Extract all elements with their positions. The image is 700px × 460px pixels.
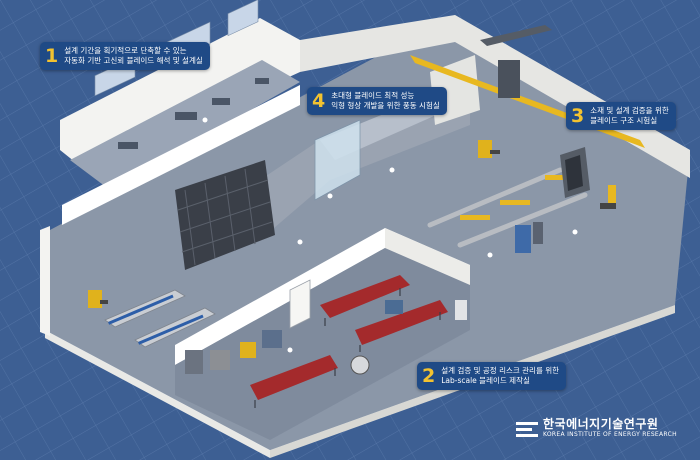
kier-logo-mark: [516, 421, 538, 437]
floor-edge: [45, 330, 270, 458]
workers: [202, 117, 578, 353]
callout-wind-tunnel-room: 4 초대형 블레이드 최적 성능 익형 형상 개발을 위한 풍동 시험실: [307, 87, 447, 115]
test-blades: [427, 167, 588, 248]
room2-floor: [175, 248, 470, 440]
callout-line: 설계 기간을 획기적으로 단축할 수 있는: [64, 46, 187, 55]
wind-tunnel: [175, 55, 480, 270]
callout-line: 자동화 기반 고신뢰 블레이드 해석 및 설계실: [64, 56, 203, 65]
callout-line: 블레이드 구조 시험실: [590, 116, 658, 125]
callout-structural-test-room: 3 소재 및 설계 검증을 위한 블레이드 구조 시험실: [566, 102, 676, 130]
callout-number: 4: [312, 89, 326, 112]
kier-logo: 한국에너지기술연구원 KOREA INSTITUTE OF ENERGY RES…: [516, 418, 677, 439]
callout-design-room: 1 설계 기간을 획기적으로 단축할 수 있는 자동화 기반 고신뢰 블레이드 …: [40, 42, 210, 70]
test-section: [314, 119, 361, 201]
callout-line: 설계 검증 및 공정 리스크 관리를 위한: [441, 366, 560, 375]
blue-carts: [108, 294, 204, 345]
callout-text: 설계 기간을 획기적으로 단축할 수 있는 자동화 기반 고신뢰 블레이드 해석…: [64, 46, 203, 66]
back-wall-right: [300, 15, 690, 178]
callout-line: 익형 형상 개발을 위한 풍동 시험실: [331, 101, 440, 110]
forklift-left: [88, 290, 108, 308]
callout-fabrication-room: 2 설계 검증 및 공정 리스크 관리를 위한 Lab-scale 블레이드 제…: [417, 362, 567, 390]
partition-wall-upper: [62, 85, 300, 225]
robot-arm: [600, 185, 616, 209]
fan-grid: [175, 160, 275, 270]
red-blade-molds: [250, 275, 448, 408]
test-chamber: [560, 147, 590, 198]
org-name-english: KOREA INSTITUTE OF ENERGY RESEARCH: [543, 431, 677, 438]
callout-number: 1: [45, 44, 59, 67]
back-wall-left: [60, 18, 300, 170]
lab-door: [289, 279, 311, 329]
office-desks: [118, 78, 269, 149]
callout-line: 초대형 블레이드 최적 성능: [331, 91, 415, 100]
callout-text: 설계 검증 및 공정 리스크 관리를 위한 Lab-scale 블레이드 제작실: [441, 366, 559, 386]
org-name-korean: 한국에너지기술연구원: [543, 417, 659, 431]
callout-line: Lab-scale 블레이드 제작실: [441, 376, 530, 385]
control-cabinets: [515, 222, 543, 253]
callout-text: 소재 및 설계 검증을 위한 블레이드 구조 시험실: [590, 106, 669, 126]
room1-floor: [70, 60, 300, 190]
callout-number: 2: [422, 364, 436, 387]
callout-text: 초대형 블레이드 최적 성능 익형 형상 개발을 위한 풍동 시험실: [331, 91, 440, 111]
forklift: [478, 140, 500, 158]
callout-number: 3: [571, 104, 585, 127]
test-rigs: [460, 175, 575, 220]
callout-line: 소재 및 설계 검증을 위한: [590, 106, 669, 115]
lab-equipment: [185, 300, 467, 375]
left-outer-wall: [40, 226, 50, 336]
kier-logo-text: 한국에너지기술연구원 KOREA INSTITUTE OF ENERGY RES…: [543, 418, 677, 439]
